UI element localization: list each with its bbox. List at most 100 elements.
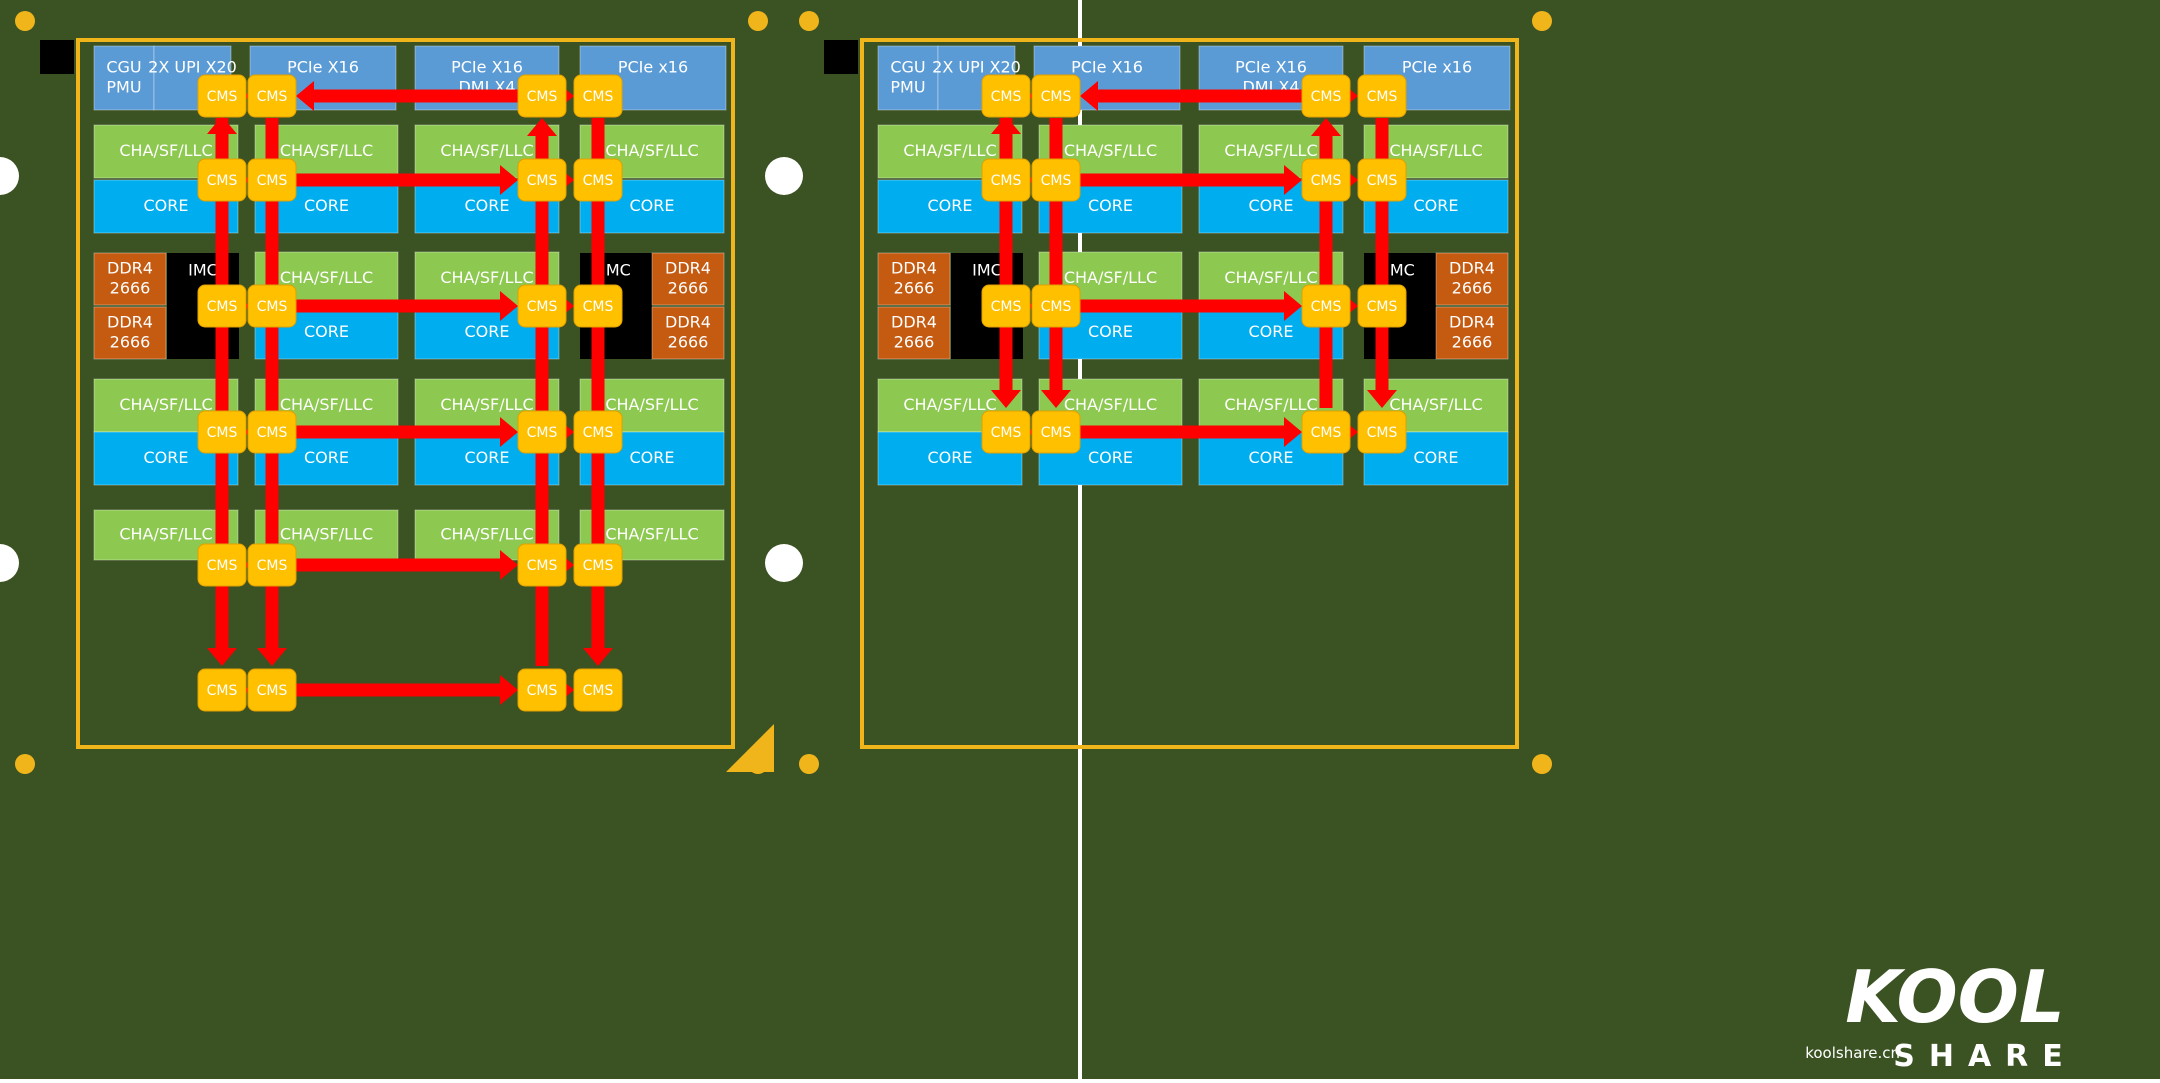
core-block-label: CORE [1414,196,1459,215]
cms-node-bg [1031,158,1081,202]
mesh-link-horizontal-shaft [1098,89,1302,103]
mesh-link-horizontal-arrowhead [1284,417,1302,447]
cms-node-bg [517,543,567,587]
watermark-sub-text: SHARE [1893,1039,2077,1074]
cms-node: CMS [1301,284,1351,328]
pcie-dmi-block-label: PCIe X16 [1235,58,1307,77]
mesh-link-vertical-arrowhead [583,648,613,666]
cgu-pmu-block-bg [93,45,155,111]
core-block-label: CORE [928,448,973,467]
pcie-x16-right-block-label: PCIe x16 [1402,58,1472,77]
cms-node-bg [247,284,297,328]
mesh-link-vertical-arrowhead [1367,390,1397,408]
cgu-pmu-block-label: PMU [890,78,925,97]
pin1-marker [40,40,74,74]
mesh-link-horizontal-arrowhead [500,550,518,580]
cha-sf-llc-block-label: CHA/SF/LLC [280,525,373,544]
cms-node-bg [981,158,1031,202]
mesh-link-vertical-arrowhead [207,648,237,666]
cms-node-label: CMS [583,425,614,441]
cha-sf-llc-block-label: CHA/SF/LLC [903,395,996,414]
cms-node-bg [1357,158,1407,202]
corner-triangle [726,724,774,772]
cha-sf-llc-block-label: CHA/SF/LLC [1224,395,1317,414]
pcie-x16-right-block-label: PCIe x16 [618,58,688,77]
mesh-link-vertical-arrowhead [991,390,1021,408]
cgu-pmu-block-label: CGU [106,58,141,77]
mesh-link-vertical-arrowhead [527,118,557,136]
cms-node-label: CMS [1367,425,1398,441]
cms-node-label: CMS [527,425,558,441]
cms-node-bg [197,543,247,587]
mesh-link-vertical-arrowhead [1041,390,1071,408]
mesh-link-vertical [527,118,557,666]
cms-node-bg [197,74,247,118]
upi-block-label: 2X UPI X20 [148,58,237,77]
pin1-marker [824,40,858,74]
cms-node: CMS [197,410,247,454]
cms-node: CMS [197,74,247,118]
cms-node-label: CMS [207,89,238,105]
cms-node-label: CMS [257,683,288,699]
mesh-link-vertical-shaft [1319,136,1333,408]
cms-node-bg [1031,74,1081,118]
ddr4-right-bottom-label: DDR4 [1449,313,1495,332]
cms-node-bg [981,284,1031,328]
core-block-label: CORE [1414,448,1459,467]
mounting-hole [15,754,35,774]
cms-node-label: CMS [991,89,1022,105]
mesh-link-horizontal [296,81,518,111]
cms-node: CMS [573,284,623,328]
ddr4-left-bottom-label: 2666 [894,333,935,352]
ddr4-left-bottom-bg [877,306,951,360]
cms-node: CMS [247,74,297,118]
mesh-link-vertical-up [207,116,237,134]
cms-node-bg [573,74,623,118]
mesh-link-vertical [257,118,287,666]
cha-sf-llc-block-label: CHA/SF/LLC [1064,268,1157,287]
mesh-link-horizontal-arrowhead [500,675,518,705]
core-block-label: CORE [1249,322,1294,341]
cha-sf-llc-block-label: CHA/SF/LLC [440,395,533,414]
cha-sf-llc-block-label: CHA/SF/LLC [1389,141,1482,160]
core-block-label: CORE [1088,322,1133,341]
core-block-label: CORE [465,322,510,341]
cms-node-bg [573,668,623,712]
cms-node: CMS [573,410,623,454]
cms-node-label: CMS [583,683,614,699]
cms-node-bg [247,74,297,118]
mesh-link-horizontal-shaft [296,173,500,187]
cms-node-label: CMS [1367,173,1398,189]
cms-node: CMS [197,158,247,202]
cms-node: CMS [573,543,623,587]
mesh-link-horizontal [1080,165,1302,195]
ddr4-left-top-bg [93,252,167,306]
mesh-link-vertical-up [991,116,1021,134]
edge-notch [765,544,803,582]
cha-sf-llc-block-label: CHA/SF/LLC [119,141,212,160]
ddr4-left-top-label: 2666 [894,279,935,298]
cms-node: CMS [197,284,247,328]
cms-node: CMS [517,668,567,712]
ddr4-right-bottom-bg [651,306,725,360]
die-outline [76,38,735,749]
mesh-link-horizontal-shaft [1080,425,1284,439]
cms-node: CMS [1357,410,1407,454]
cha-sf-llc-block-label: CHA/SF/LLC [1224,141,1317,160]
cms-node-bg [573,284,623,328]
cms-node-label: CMS [1041,89,1072,105]
cms-node-bg [1301,158,1351,202]
mesh-link-vertical-shaft [215,118,229,648]
cms-node-label: CMS [527,683,558,699]
mesh-link-horizontal-arrowhead [296,81,314,111]
ddr4-left-top-label: 2666 [110,279,151,298]
cms-node-label: CMS [257,558,288,574]
cms-node: CMS [1357,158,1407,202]
cha-sf-llc-block-label: CHA/SF/LLC [1064,141,1157,160]
cgu-pmu-block-bg [877,45,939,111]
cms-node-label: CMS [527,89,558,105]
ddr4-right-top-label: DDR4 [1449,259,1495,278]
